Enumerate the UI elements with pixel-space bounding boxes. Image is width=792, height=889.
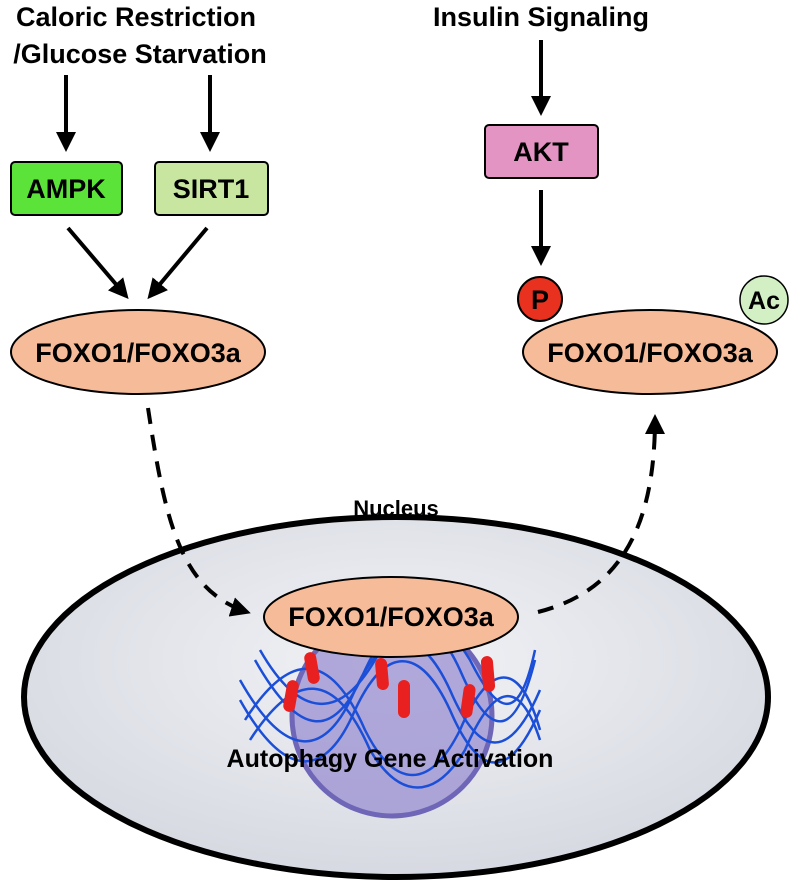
ampk-box [10, 161, 123, 216]
foxo-nuclear-node [263, 576, 519, 658]
dashed-arrows [146, 407, 665, 617]
binding-site [304, 652, 320, 684]
acetylation-badge [739, 275, 789, 325]
nucleus-title: Nucleus [353, 496, 439, 521]
acetylation-label: Ac [748, 287, 780, 315]
arrow-ampk-to-foxo [66, 226, 129, 300]
binding-site [398, 680, 410, 718]
insulin-signaling-label: Insulin Signaling [433, 2, 649, 32]
binding-site [480, 656, 496, 692]
foxo-left-label: FOXO1/FOXO3a [35, 338, 242, 368]
ampk-label: AMPK [26, 174, 106, 204]
nuclear-import-arrow [146, 407, 251, 617]
solid-arrows [56, 40, 551, 300]
foxo-right-label: FOXO1/FOXO3a [547, 338, 754, 368]
akt-box [484, 124, 599, 179]
glucose-starvation-label: /Glucose Starvation [13, 39, 267, 69]
foxo-binding-sites [283, 652, 496, 718]
phosphorylation-badge [517, 276, 563, 322]
binding-site [460, 684, 476, 718]
foxo-right-node [522, 309, 778, 395]
arrow-sirt1-to-foxo [147, 226, 209, 300]
binding-site [283, 680, 299, 712]
sirt1-label: SIRT1 [173, 174, 250, 204]
gene-activation-label: Autophagy Gene Activation [227, 745, 554, 773]
foxo-left-node [10, 309, 266, 395]
sirt1-box [154, 161, 269, 216]
akt-label: AKT [513, 137, 569, 167]
caloric-restriction-label: Caloric Restriction [16, 2, 256, 32]
nuclear-export-arrow [537, 414, 665, 614]
phosphorylation-label: P [531, 285, 549, 315]
foxo-nuclear-label: FOXO1/FOXO3a [288, 602, 495, 632]
binding-site [375, 658, 389, 690]
